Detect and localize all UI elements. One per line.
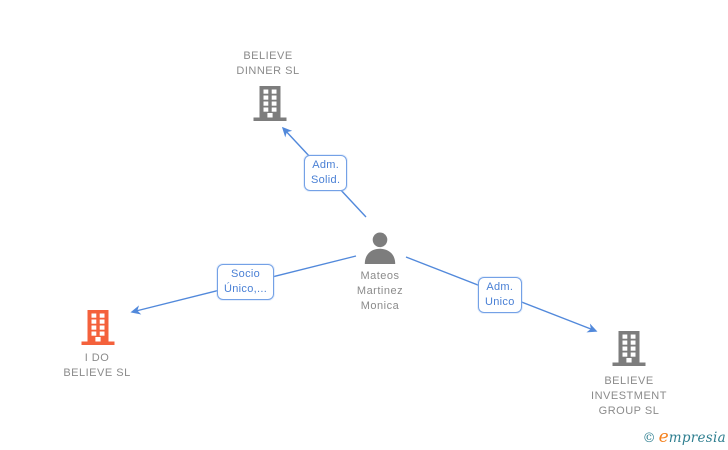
- edge-label-line: Único,...: [224, 283, 268, 295]
- person-name-line: Monica: [360, 300, 400, 312]
- copyright-icon: ©: [642, 431, 656, 446]
- company-name: BELIEVE INVESTMENT GROUP SL: [569, 374, 689, 419]
- company-node-i-do-believe[interactable]: I DO BELIEVE SL: [37, 309, 157, 383]
- company-name-line: INVESTMENT: [591, 390, 667, 402]
- building-icon: [253, 86, 287, 121]
- company-node-believe-dinner[interactable]: BELIEVE DINNER SL: [198, 49, 338, 125]
- company-name-line: BELIEVE SL: [63, 367, 131, 379]
- company-name: I DO BELIEVE SL: [37, 351, 157, 381]
- edge-label-line: Socio: [231, 268, 261, 280]
- company-name: BELIEVE DINNER SL: [198, 49, 338, 79]
- person-name: Mateos Martinez Monica: [320, 269, 440, 314]
- company-name-line: I DO: [84, 352, 110, 364]
- edge-label-socio-unico[interactable]: Socio Único,...: [217, 264, 275, 300]
- edge-label-line: Solid.: [311, 174, 341, 186]
- company-name-line: BELIEVE: [604, 375, 654, 387]
- building-icon: [612, 331, 646, 366]
- building-icon-highlighted: [81, 310, 115, 345]
- empresia-watermark: ©empresia: [643, 427, 726, 447]
- edge-label-line: Adm.: [312, 159, 340, 171]
- person-icon: [364, 232, 396, 264]
- company-node-believe-investment-group[interactable]: BELIEVE INVESTMENT GROUP SL: [569, 330, 689, 420]
- edge-label-line: Adm.: [486, 281, 514, 293]
- person-name-line: Mateos: [360, 270, 400, 282]
- edge-label-adm-solid[interactable]: Adm. Solid.: [304, 155, 348, 191]
- person-name-line: Martinez: [356, 285, 404, 297]
- company-name-line: GROUP SL: [598, 405, 660, 417]
- edge-label-line: Unico: [485, 296, 515, 308]
- company-name-line: BELIEVE: [243, 50, 293, 62]
- person-node-mateos-martinez-monica[interactable]: Mateos Martinez Monica: [320, 231, 440, 315]
- brand-name: mpresia: [668, 430, 726, 446]
- brand-initial: e: [658, 427, 669, 447]
- company-name-line: DINNER SL: [236, 65, 300, 77]
- edge-label-adm-unico[interactable]: Adm. Unico: [478, 277, 522, 313]
